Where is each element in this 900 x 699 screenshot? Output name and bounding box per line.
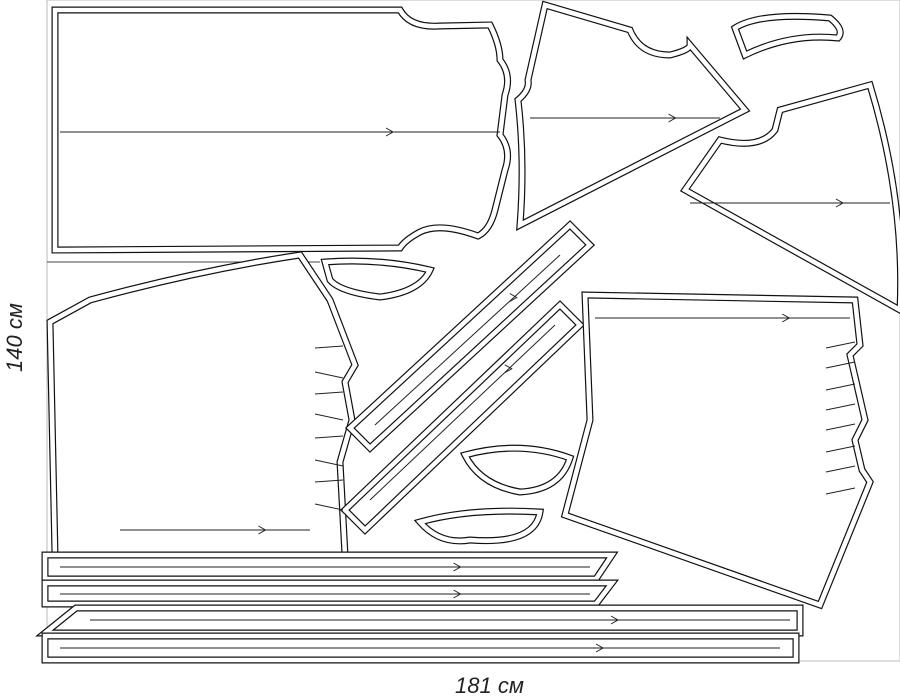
small-facing-piece-3-seam-line [461,445,573,495]
pleat-mark [314,391,344,395]
grainline-arrow-icon [668,113,677,123]
pleat-mark [314,479,344,483]
back-piece-seam-line [52,7,510,253]
grainline [369,324,556,501]
pleat-mark [314,413,344,421]
front-right-piece-seam-line [562,292,873,608]
pleat-mark [314,503,344,511]
bottom-strip-1-seam-line [42,552,617,582]
pleat-mark [825,445,856,453]
small-facing-piece-4-seam-line [415,508,543,544]
grainline-arrow-icon [610,615,620,625]
grainline-arrow-icon [453,562,462,572]
pleat-mark [825,465,856,473]
pleat-mark [825,487,856,495]
pleat-mark [314,345,344,349]
sleeve-top-piece-seam-line [515,2,749,229]
small-facing-piece-1-seam-line [732,14,843,59]
bottom-strip-4-seam-line [42,633,799,663]
width-dimension-label: 181 см [455,673,524,698]
pleat-mark [314,435,344,439]
grainline-arrow-icon [504,364,513,374]
grainline-arrow-icon [595,643,605,653]
grainline [374,254,561,426]
bottom-strip-2-seam-line [42,580,617,607]
grainline-arrow-icon [509,293,518,302]
sleeve-right-piece-seam-line [681,82,900,313]
pleat-mark [825,361,856,369]
front-left-piece-seam-line [47,252,358,558]
small-facing-piece-2-seam-line [322,258,434,300]
pleat-mark [825,341,856,349]
back-piece [51,6,512,254]
pleat-mark [825,423,856,431]
grainline-arrow-icon [782,313,791,323]
grainline-arrow-icon [258,525,267,535]
grainline-arrow-icon [385,127,395,137]
height-dimension-label: 140 см [2,303,27,372]
pleat-mark [825,403,856,411]
grainline-arrow-icon [835,198,845,208]
pleat-mark [314,371,344,379]
diagonal-strip-2-seam-line [341,301,584,534]
pleat-mark [314,459,344,467]
grainline-arrow-icon [453,589,462,599]
pleat-mark [825,383,856,391]
diagonal-strip-1-seam-line [346,221,594,452]
